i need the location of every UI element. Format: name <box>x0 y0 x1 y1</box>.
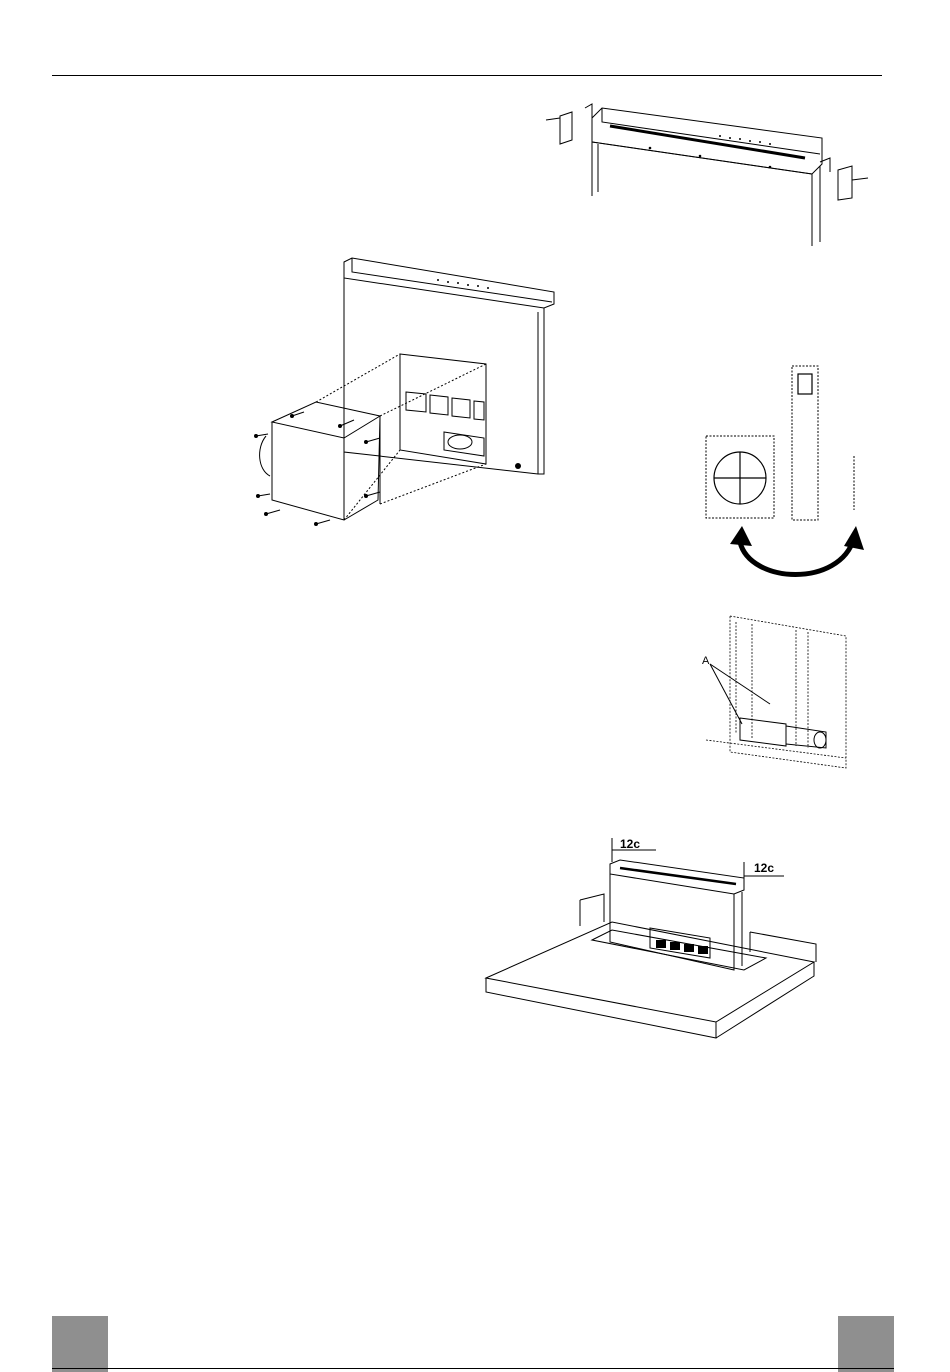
header-rule <box>52 75 882 76</box>
hood-mounting-brackets-illustration <box>530 96 875 256</box>
footer-tab-right <box>838 1316 894 1372</box>
footer-rule <box>52 1368 894 1369</box>
dimension-label-left: 12c <box>620 837 640 851</box>
motor-box-screw-assembly-illustration <box>248 252 560 532</box>
dimension-label-right: 12c <box>754 861 774 875</box>
footer-tab-left <box>52 1316 108 1372</box>
worktop-installation-illustration: 12c 12c <box>480 832 820 1042</box>
detail-label-a: A <box>702 655 710 667</box>
fixing-detail-illustration: A <box>696 606 866 776</box>
rotate-flange-arrow-illustration <box>700 362 870 592</box>
